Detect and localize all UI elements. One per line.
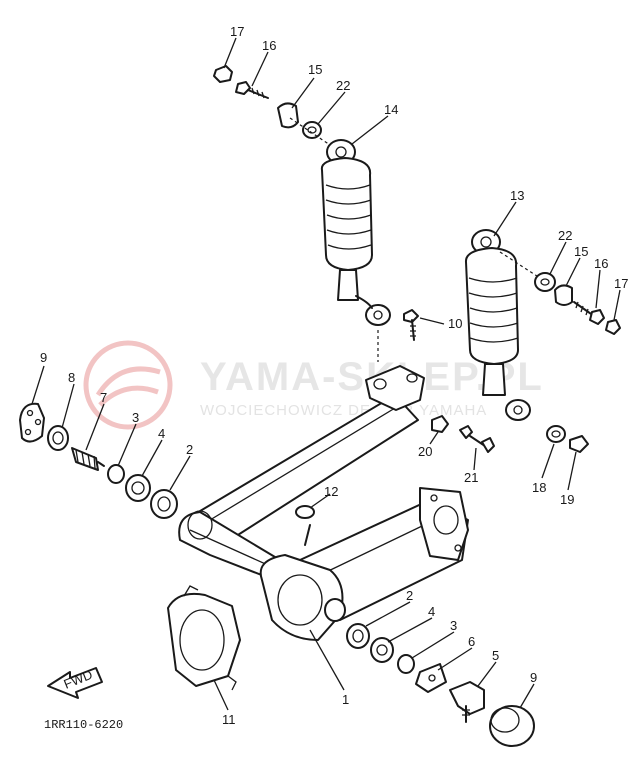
forward-direction-arrow-icon: FWD [47, 667, 103, 699]
callout-5: 5 [492, 648, 499, 663]
shock-absorber-right [465, 229, 531, 421]
pivot-hardware-left [19, 402, 178, 519]
callout-3-bottom: 3 [450, 618, 457, 633]
callout-1: 1 [342, 692, 349, 707]
callout-2-left: 2 [186, 442, 193, 457]
callout-16-top-left: 16 [262, 38, 276, 53]
callout-3-left: 3 [132, 410, 139, 425]
callout-21: 21 [464, 470, 478, 485]
chain-case-11 [167, 585, 241, 691]
callout-18: 18 [532, 480, 546, 495]
upper-mount-hardware-right [499, 251, 621, 335]
pivot-hardware-right [346, 623, 535, 747]
callout-6: 6 [468, 634, 475, 649]
callout-13: 13 [510, 188, 524, 203]
callout-15-right: 15 [574, 244, 588, 259]
callout-17-top-left: 17 [230, 24, 244, 39]
callout-22-top-left: 22 [336, 78, 350, 93]
callout-15-top-left: 15 [308, 62, 322, 77]
upper-mount-hardware-left [213, 65, 331, 146]
diagram-code: 1RR110-6220 [44, 718, 123, 732]
shock-absorber-left [320, 139, 391, 326]
swing-arm [178, 365, 469, 641]
callout-22-right: 22 [558, 228, 572, 243]
callout-4-bottom: 4 [428, 604, 435, 619]
callout-7: 7 [100, 390, 107, 405]
callout-16-right: 16 [594, 256, 608, 271]
callout-9-left: 9 [40, 350, 47, 365]
watermark-subtitle: WOJCIECHOWICZ DEALER YAMAHA [200, 402, 487, 419]
callout-11: 11 [222, 712, 236, 727]
callout-labels: 17 16 15 22 14 13 22 15 16 17 10 9 8 7 3… [40, 24, 628, 727]
lower-mount-hardware [431, 415, 589, 453]
callout-9-bottom: 9 [530, 670, 537, 685]
leader-lines [31, 37, 621, 711]
callout-17-right: 17 [614, 276, 628, 291]
callout-4-left: 4 [158, 426, 165, 441]
callout-12: 12 [324, 484, 338, 499]
callout-19: 19 [560, 492, 574, 507]
callout-8: 8 [68, 370, 75, 385]
watermark-logo-icon [83, 340, 173, 430]
callout-2-bottom: 2 [406, 588, 413, 603]
callout-10: 10 [448, 316, 462, 331]
callout-20: 20 [418, 444, 432, 459]
bolt-10 [377, 309, 419, 362]
callout-14: 14 [384, 102, 398, 117]
